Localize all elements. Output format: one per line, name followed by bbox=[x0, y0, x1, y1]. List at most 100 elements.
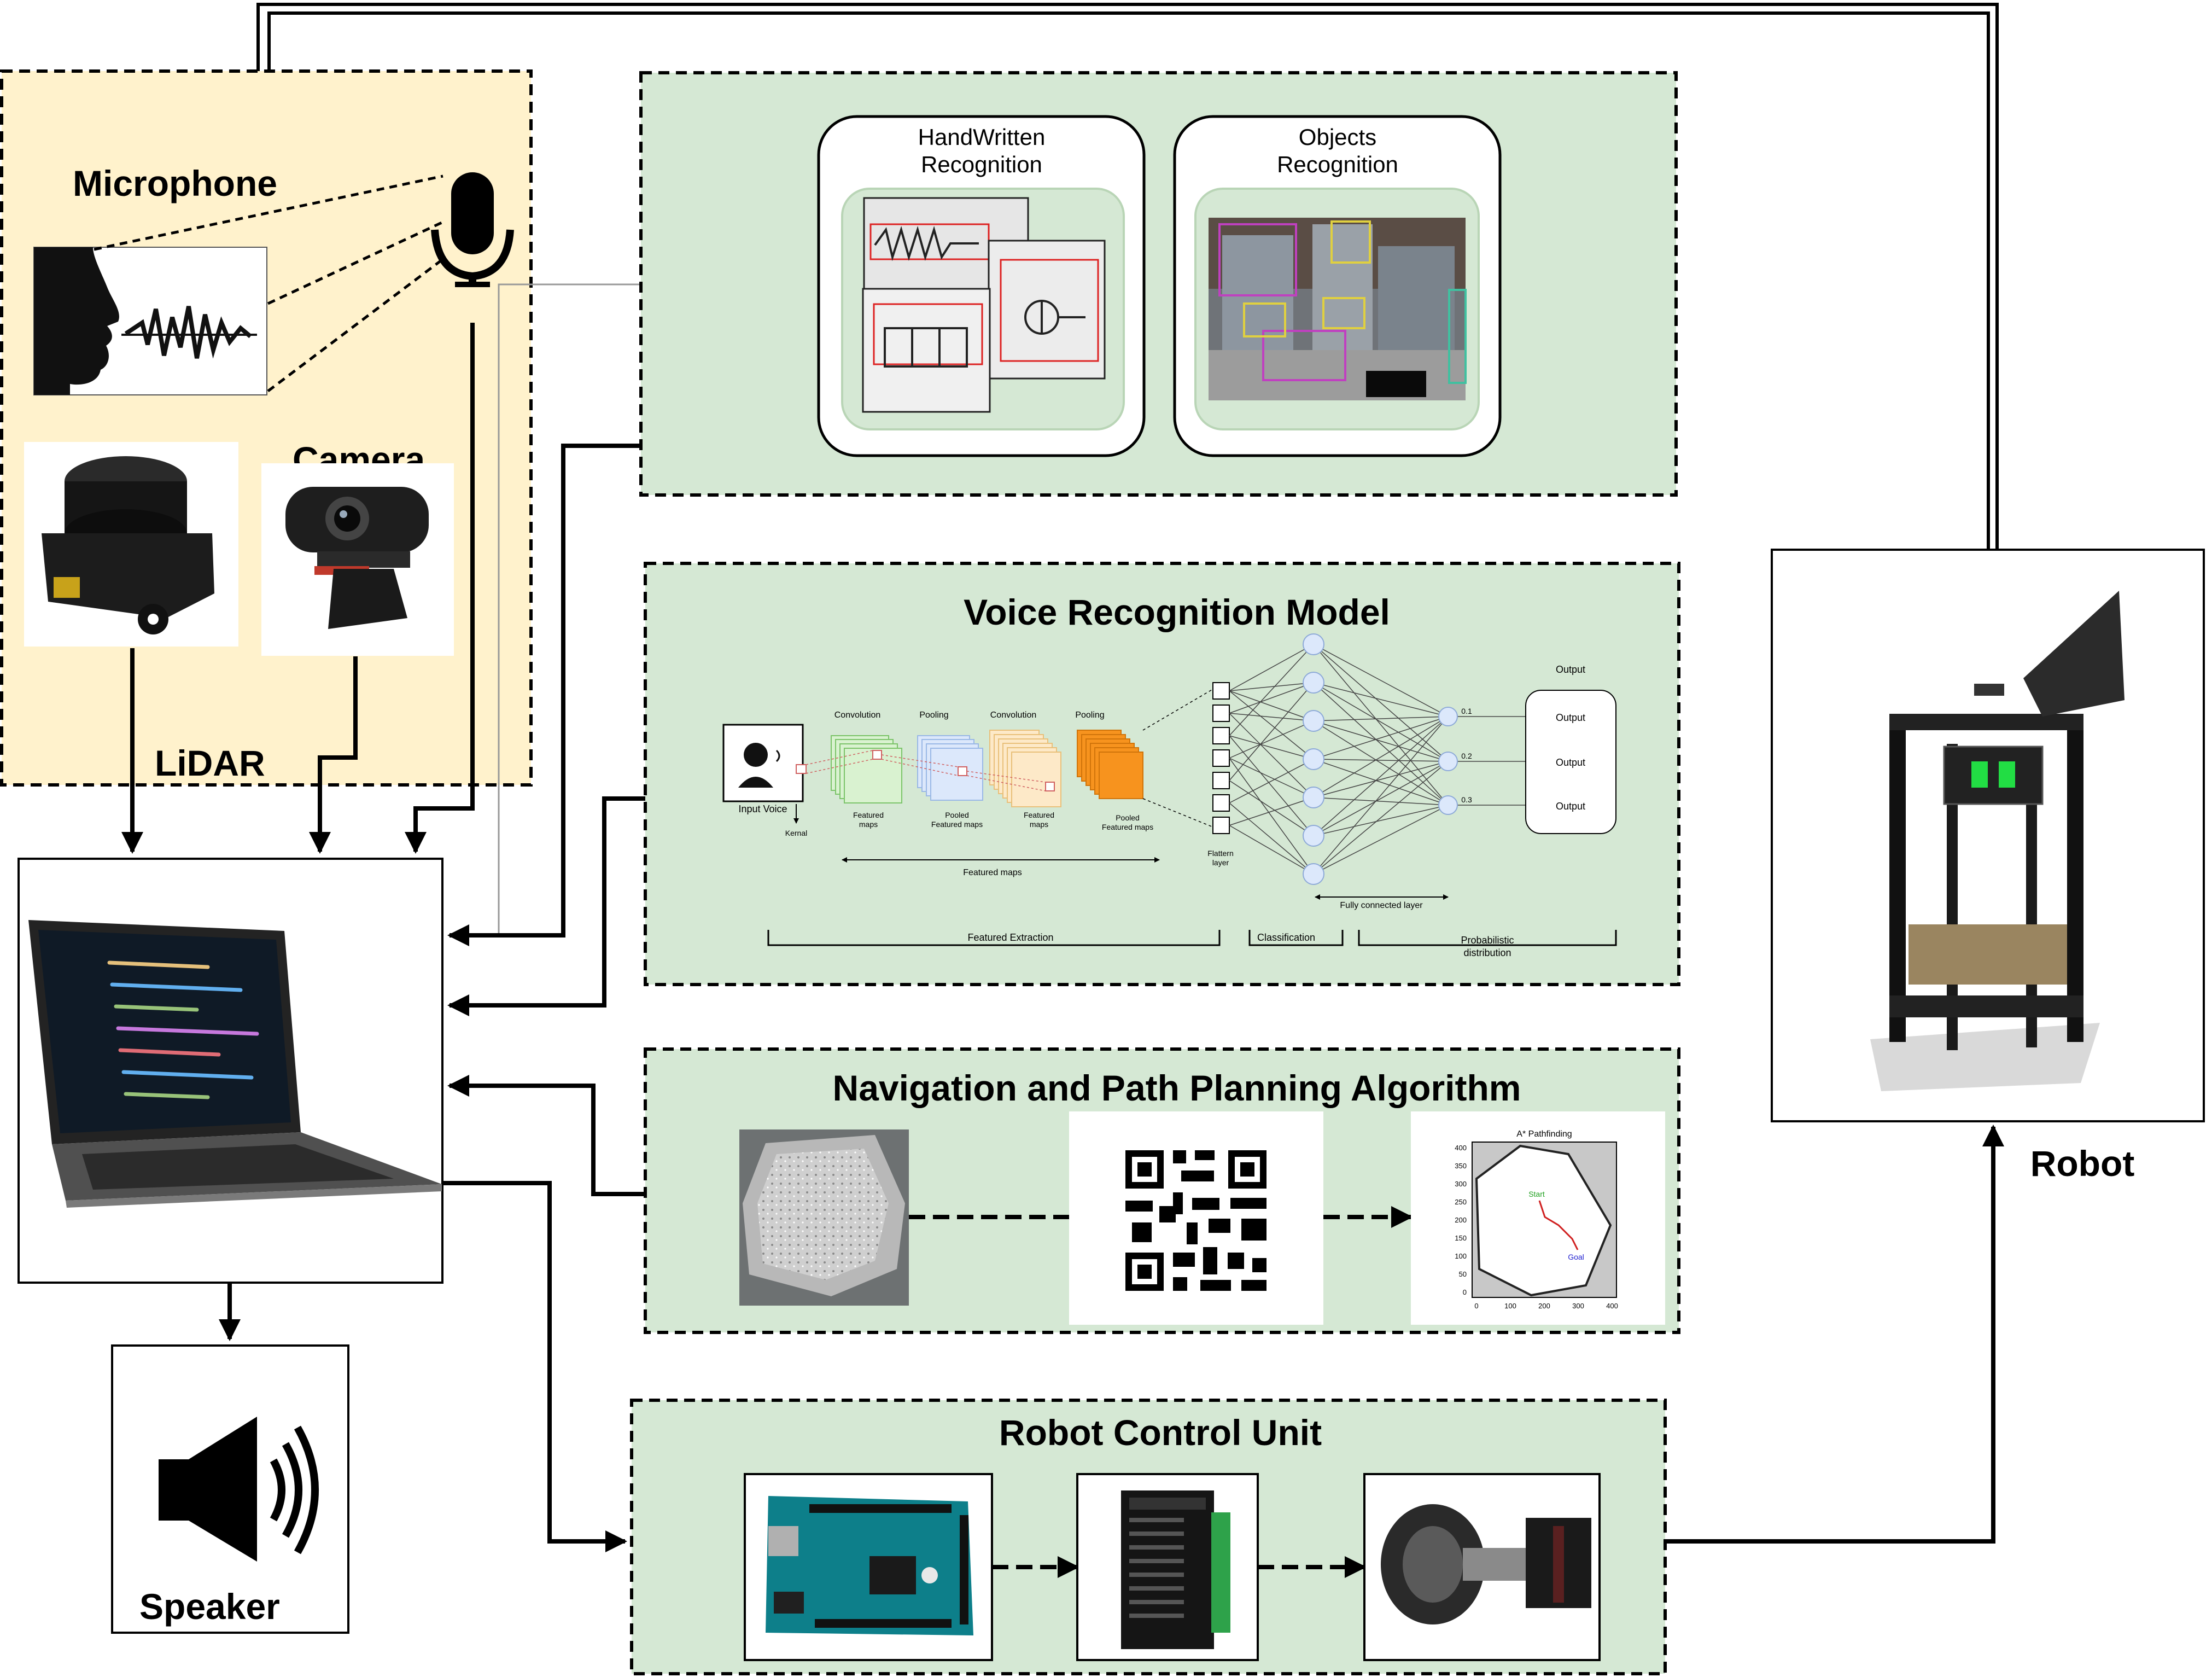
voice-model-title: Voice Recognition Model bbox=[964, 592, 1390, 632]
flatten-projection-lines bbox=[1142, 689, 1213, 828]
voice-to-laptop-arrow bbox=[447, 796, 645, 1016]
astar-map-outline bbox=[1475, 1144, 1612, 1297]
astar-y-tick-label: 0 bbox=[1463, 1288, 1467, 1296]
prob-label-2: 0.2 bbox=[1461, 752, 1472, 760]
astar-y-ticks: 400 350 300 250 200 150 100 50 0 bbox=[1455, 1144, 1467, 1296]
astar-x-tick-label: 400 bbox=[1606, 1302, 1618, 1310]
handwritten-samples-image bbox=[862, 197, 1106, 413]
section-prob-label-line2: distribution bbox=[1463, 947, 1511, 958]
microphone-icon bbox=[431, 172, 514, 287]
pool2-label: Pooling bbox=[1075, 711, 1104, 720]
prob-label-1: 0.1 bbox=[1461, 707, 1472, 715]
output-box bbox=[1525, 690, 1616, 834]
astar-goal-label: Goal bbox=[1568, 1253, 1584, 1261]
astar-x-ticks: 0 100 200 300 400 bbox=[1474, 1302, 1618, 1310]
lidar-image bbox=[24, 442, 238, 647]
laptop-image bbox=[28, 920, 442, 1208]
conv2-patch bbox=[1045, 782, 1055, 791]
section-brackets bbox=[767, 930, 1617, 946]
feedback-loop-line bbox=[256, 3, 1999, 550]
section-classification-label: Classification bbox=[1257, 932, 1315, 943]
control-unit-title: Robot Control Unit bbox=[999, 1412, 1322, 1453]
kernel-patch bbox=[796, 764, 807, 774]
flatten-layer bbox=[1212, 682, 1230, 834]
astar-y-tick-label: 200 bbox=[1455, 1216, 1467, 1224]
objects-title-line2: Recognition bbox=[1277, 152, 1398, 177]
section-extraction-label: Featured Extraction bbox=[967, 932, 1053, 943]
astar-start-label: Start bbox=[1528, 1190, 1545, 1198]
conv1-patch bbox=[872, 750, 882, 760]
handwritten-title-line1: HandWritten bbox=[918, 124, 1046, 150]
conv-projection-lines bbox=[806, 750, 1046, 791]
fc-output-nodes bbox=[1438, 707, 1458, 815]
astar-y-tick-label: 300 bbox=[1455, 1180, 1467, 1188]
pfmap2-label-line2: Featured maps bbox=[1102, 823, 1153, 831]
astar-y-tick-label: 250 bbox=[1455, 1198, 1467, 1206]
astar-x-tick-label: 300 bbox=[1572, 1302, 1584, 1310]
vision-to-laptop-arrow bbox=[447, 444, 641, 946]
robot-box bbox=[1771, 549, 2205, 1122]
astar-y-tick-label: 100 bbox=[1455, 1252, 1467, 1260]
lidar-label: LiDAR bbox=[155, 743, 265, 783]
arduino-board-image bbox=[766, 1496, 973, 1635]
flatten-label-line2: layer bbox=[1212, 858, 1229, 867]
fmap1-label-line1: Featured bbox=[853, 811, 884, 819]
navigation-title: Navigation and Path Planning Algorithm bbox=[833, 1068, 1521, 1108]
slam-map-image bbox=[739, 1129, 909, 1306]
speaker-label: Speaker bbox=[139, 1586, 280, 1627]
thin-connector-line bbox=[498, 283, 645, 935]
objects-detection-image bbox=[1209, 218, 1467, 400]
control-to-robot-arrow bbox=[1665, 1125, 2004, 1544]
speaker-icon bbox=[159, 1417, 319, 1562]
output-label-1: Output bbox=[1556, 712, 1585, 723]
pfmap1-label-line1: Pooled bbox=[945, 811, 969, 819]
pool1-label: Pooling bbox=[919, 711, 948, 720]
pool1-feature-stack bbox=[917, 735, 983, 801]
astar-x-tick-label: 200 bbox=[1538, 1302, 1550, 1310]
astar-x-tick-label: 100 bbox=[1504, 1302, 1516, 1310]
conv2-feature-stack bbox=[989, 730, 1061, 807]
qr-code-frame bbox=[1069, 1111, 1323, 1325]
astar-y-tick-label: 400 bbox=[1455, 1144, 1467, 1152]
kernel-label: Kernal bbox=[785, 829, 807, 837]
webcam-image bbox=[261, 463, 454, 656]
motor-driver-image bbox=[1121, 1490, 1230, 1649]
prob-label-3: 0.3 bbox=[1461, 795, 1472, 804]
fc-connections bbox=[1229, 644, 1526, 875]
astar-y-tick-label: 50 bbox=[1459, 1270, 1467, 1278]
fc-hidden-nodes bbox=[1303, 633, 1324, 885]
astar-y-tick-label: 150 bbox=[1455, 1234, 1467, 1242]
featured-maps-span-label: Featured maps bbox=[963, 868, 1022, 877]
speaking-person-icon bbox=[738, 743, 780, 788]
pool1-patch bbox=[958, 766, 967, 776]
astar-plot-title: A* Pathfinding bbox=[1516, 1129, 1572, 1139]
fmap2-label-line2: maps bbox=[1030, 820, 1048, 829]
voice-model-panel bbox=[644, 562, 1680, 986]
laptop-to-control-arrow bbox=[442, 1181, 627, 1552]
microphone-label: Microphone bbox=[73, 163, 277, 203]
pfmap2-label-line1: Pooled bbox=[1116, 813, 1140, 822]
fmap1-label-line2: maps bbox=[859, 820, 878, 829]
conv1-feature-stack bbox=[831, 735, 902, 803]
fmap2-label-line1: Featured bbox=[1024, 811, 1054, 819]
objects-title-line1: Objects bbox=[1299, 124, 1376, 150]
sensor-to-laptop-arrows bbox=[121, 323, 475, 854]
astar-x-tick-label: 0 bbox=[1474, 1302, 1478, 1310]
section-prob-label-line1: Probabilistic bbox=[1461, 935, 1514, 946]
astar-y-tick-label: 350 bbox=[1455, 1162, 1467, 1170]
output-label-3: Output bbox=[1556, 801, 1585, 812]
mic-capture-lines bbox=[94, 174, 447, 392]
fc-label: Fully connected layer bbox=[1340, 901, 1423, 910]
pool2-feature-stack bbox=[1077, 730, 1143, 799]
sensor-panel bbox=[0, 69, 533, 787]
handwritten-title-line2: Recognition bbox=[921, 152, 1042, 177]
astar-path-line bbox=[1538, 1200, 1579, 1250]
output-header-label: Output bbox=[1556, 664, 1585, 675]
output-label-2: Output bbox=[1556, 757, 1585, 768]
conv2-label: Convolution bbox=[990, 711, 1037, 720]
conv1-label: Convolution bbox=[834, 711, 881, 720]
voice-waveform-image bbox=[33, 247, 267, 395]
flatten-label-line1: Flattern bbox=[1207, 849, 1233, 858]
robot-image bbox=[1870, 591, 2125, 1091]
